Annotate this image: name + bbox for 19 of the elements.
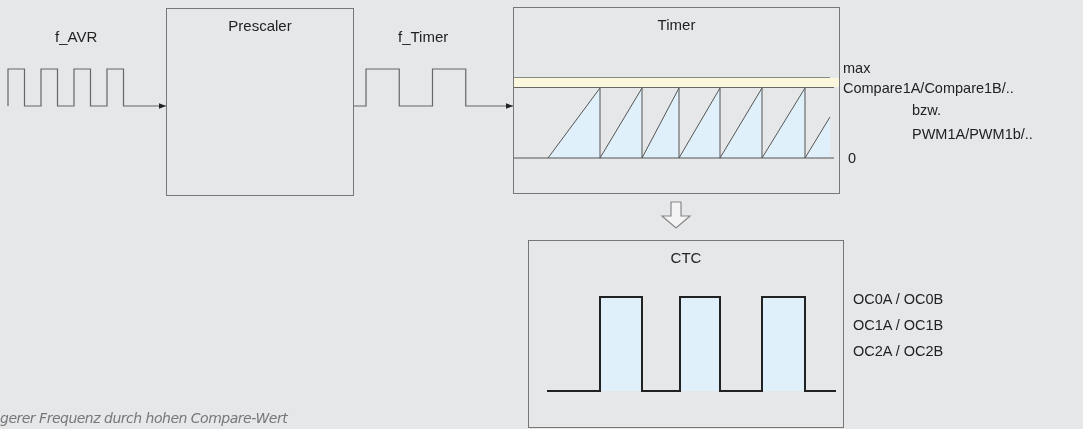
signal-waveform-arrow: [7, 68, 167, 109]
register-label: PWM1A/PWM1b/..: [912, 126, 1033, 142]
block-title: Prescaler: [228, 17, 292, 34]
block-arrow: [660, 201, 692, 229]
signal-waveform-arrow: [353, 68, 514, 109]
signal-label: f_AVR: [55, 28, 98, 45]
block-title: Timer: [657, 16, 696, 33]
signal-label: f_Timer: [398, 28, 449, 45]
block-box: [528, 240, 844, 428]
block-box: [166, 8, 354, 196]
output-pin-label: OC0A / OC0B: [853, 291, 944, 307]
axis-value-label: 0: [848, 150, 857, 166]
output-pin-label: OC2A / OC2B: [853, 343, 944, 359]
axis-value-label: max: [843, 60, 871, 76]
caption-text: gerer Frequenz durch hohen Compare-Wert: [0, 410, 288, 426]
note-text: bzw.: [912, 102, 941, 118]
block-title: CTC: [670, 249, 702, 266]
block-box: [513, 7, 840, 194]
output-pin-label: OC1A / OC1B: [853, 317, 944, 333]
